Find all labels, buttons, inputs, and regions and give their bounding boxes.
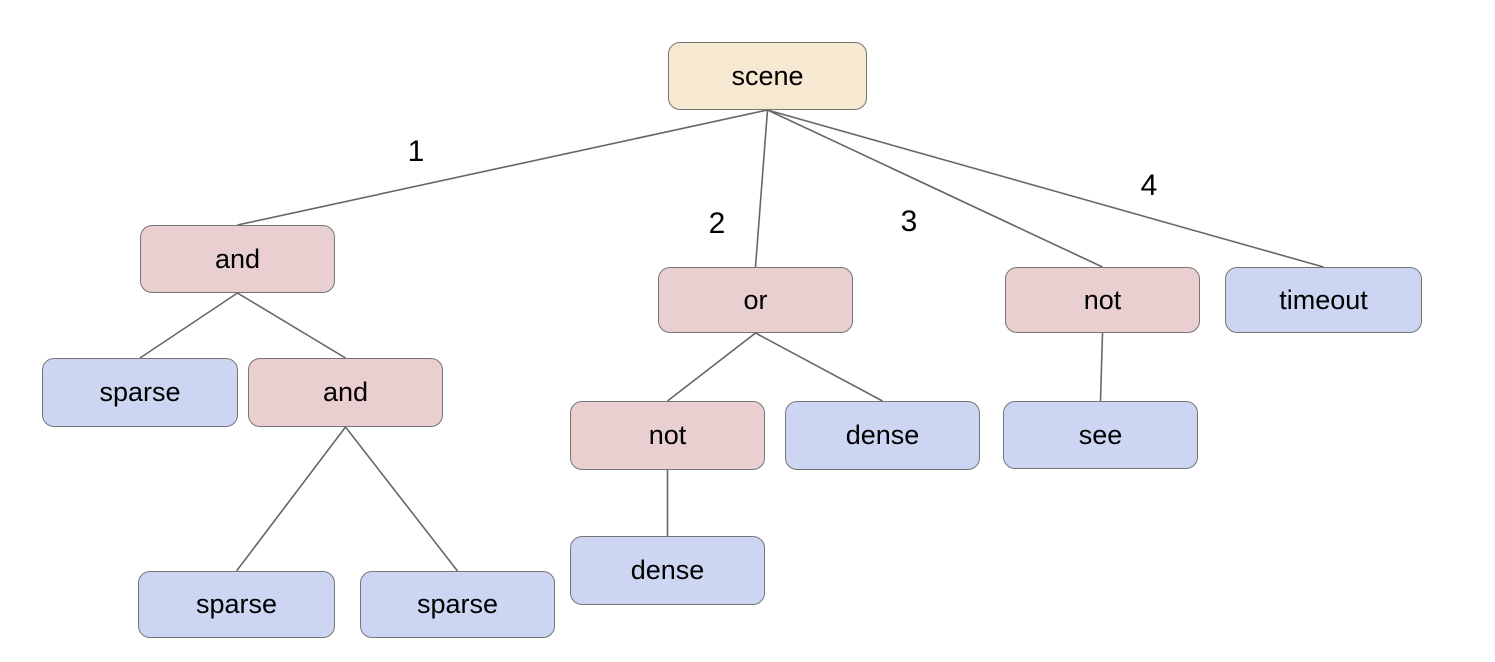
edge-and-1-and-2	[237, 292, 346, 359]
node-sparse-3: sparse	[360, 571, 555, 638]
node-timeout: timeout	[1225, 267, 1422, 333]
edge-scene-timeout	[767, 109, 1324, 268]
node-scene: scene	[668, 42, 867, 110]
node-dense-2: dense	[570, 536, 765, 605]
edge-label-2: 2	[708, 207, 726, 240]
edge-or-1-not-2	[667, 332, 756, 402]
edge-and-2-sparse-3	[344, 426, 459, 572]
node-sparse-2: sparse	[138, 571, 335, 638]
edge-and-1-sparse-1	[139, 292, 238, 359]
edge-scene-or-1	[754, 109, 769, 268]
edge-scene-not-1	[767, 109, 1103, 268]
node-not-1: not	[1005, 267, 1200, 333]
node-or-1: or	[658, 267, 853, 333]
edge-or-1-dense-1	[755, 332, 883, 402]
edge-and-2-sparse-2	[235, 426, 347, 572]
edge-label-1: 1	[407, 135, 425, 168]
node-see: see	[1003, 401, 1198, 469]
edge-label-4: 4	[1140, 169, 1158, 202]
edge-label-3: 3	[900, 205, 918, 238]
node-not-2: not	[570, 401, 765, 470]
node-dense-1: dense	[785, 401, 980, 470]
node-sparse-1: sparse	[42, 358, 238, 427]
edge-not-1-see	[1099, 332, 1104, 402]
node-and-2: and	[248, 358, 443, 427]
node-and-1: and	[140, 225, 335, 293]
edge-scene-and-1	[237, 109, 768, 226]
